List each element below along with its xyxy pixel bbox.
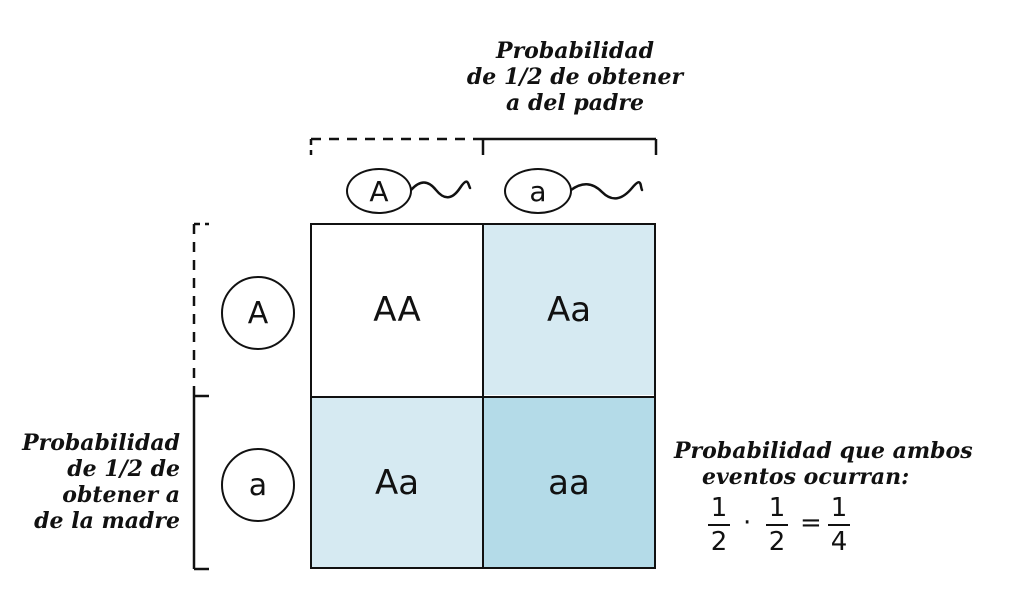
top-bracket-solid [481, 137, 658, 155]
multiply-dot-text: · [743, 508, 752, 538]
cell-Aa-top: Aa [484, 225, 654, 395]
mother-label-line-3: obtener a [62, 482, 180, 508]
father-allele-a-text: a [529, 174, 547, 208]
fraction-2-numerator: 1 [768, 493, 786, 523]
grid-horizontal-divider [310, 396, 656, 398]
cell-aa-text: aa [548, 462, 590, 503]
sperm-tail-A [409, 180, 472, 199]
fraction-3-bar [828, 524, 850, 526]
mother-probability-label: Probabilidad de 1/2 de obtener a de la m… [20, 430, 180, 534]
fraction-2-denominator: 2 [768, 527, 786, 557]
fraction-1-bar [708, 524, 730, 526]
cell-Aa-bottom-text: Aa [374, 462, 420, 503]
mother-allele-A-text: A [247, 295, 269, 331]
fraction-3: 1 4 [828, 494, 850, 556]
sperm-tail-a [569, 181, 644, 200]
cell-AA: AA [312, 225, 482, 395]
cell-Aa-top-text: Aa [546, 290, 592, 330]
fraction-2-bar [766, 524, 788, 526]
result-label: Probabilidad que ambos eventos ocurran: [674, 438, 994, 490]
mother-allele-A: A [221, 276, 295, 350]
father-label-line-1: Probabilidad [496, 38, 654, 64]
fraction-2: 1 2 [766, 494, 788, 556]
left-bracket-dashed [192, 222, 209, 396]
father-allele-A: A [346, 168, 412, 214]
result-label-line-1: Probabilidad que ambos [674, 438, 973, 464]
mother-allele-a: a [221, 448, 295, 522]
fraction-3-numerator: 1 [830, 493, 848, 523]
mother-allele-a-text: a [248, 467, 268, 503]
equals-sign: = [800, 508, 822, 538]
fraction-1: 1 2 [708, 494, 730, 556]
father-allele-a: a [504, 168, 572, 214]
father-label-line-3: a del padre [506, 90, 644, 116]
father-label-line-2: de 1/2 de obtener [466, 64, 684, 90]
father-allele-A-text: A [369, 174, 389, 208]
mother-label-line-1: Probabilidad [22, 430, 180, 456]
mother-label-line-2: de 1/2 de [67, 456, 180, 482]
father-probability-label: Probabilidad de 1/2 de obtener a del pad… [450, 38, 700, 116]
result-label-line-2: eventos ocurran: [702, 464, 910, 490]
fraction-3-denominator: 4 [830, 527, 848, 557]
fraction-1-denominator: 2 [710, 527, 728, 557]
cell-aa: aa [484, 398, 654, 567]
equals-sign-text: = [800, 508, 822, 538]
multiply-dot: · [743, 508, 751, 538]
left-bracket-solid [192, 394, 209, 571]
fraction-1-numerator: 1 [710, 493, 728, 523]
top-bracket-dashed [309, 137, 483, 155]
cell-AA-text: AA [373, 290, 421, 330]
cell-Aa-bottom: Aa [312, 398, 482, 567]
mother-label-line-4: de la madre [34, 508, 180, 534]
